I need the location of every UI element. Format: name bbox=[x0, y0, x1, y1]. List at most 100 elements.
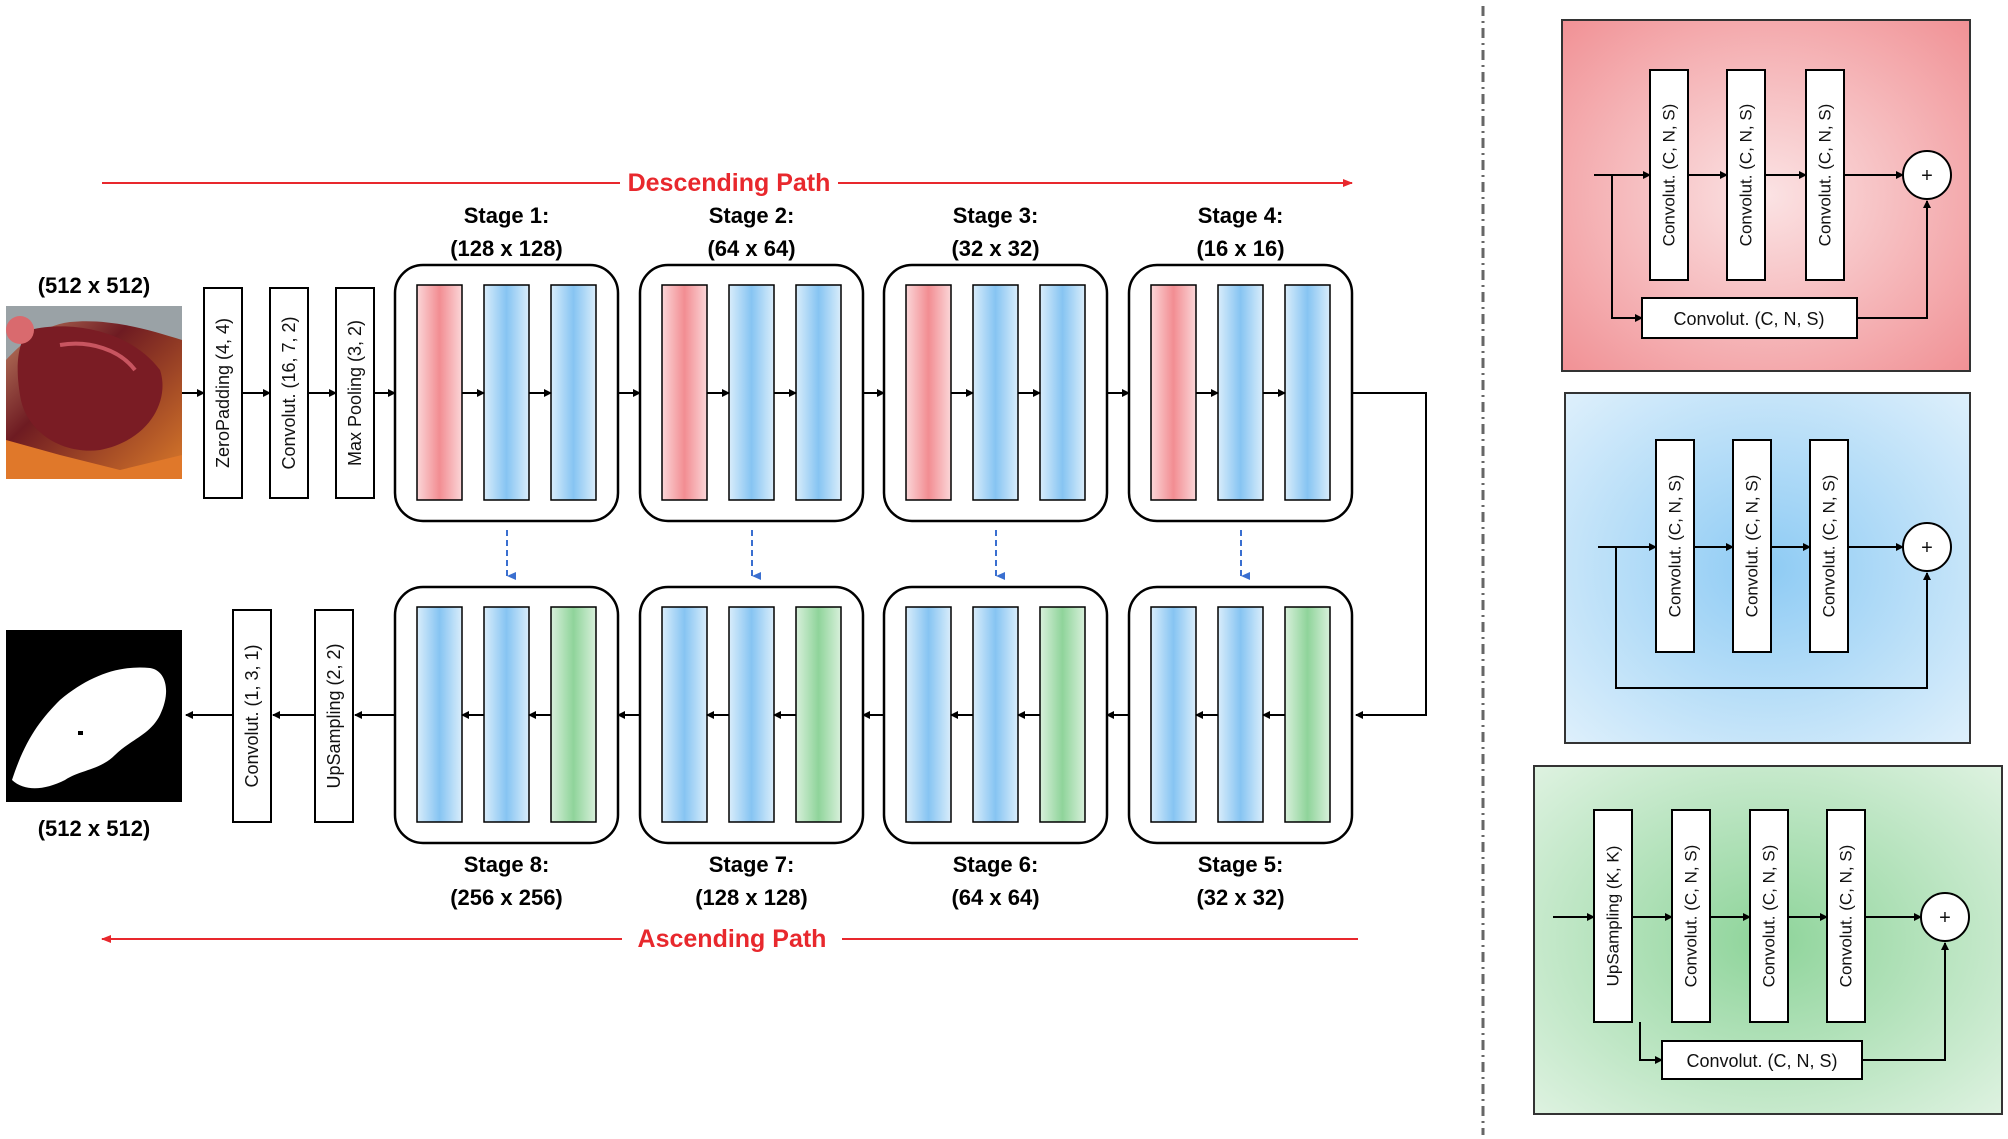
conv-block-1: Convolut. (C, N, S) bbox=[1671, 809, 1711, 1023]
conv-block-2-label: Convolut. (C, N, S) bbox=[1737, 104, 1756, 247]
shortcut-conv-label: Convolut. (C, N, S) bbox=[1673, 309, 1824, 329]
conv-block-1: Convolut. (C, N, S) bbox=[1649, 69, 1689, 281]
blue-block-legend-panel: Convolut. (C, N, S) Convolut. (C, N, S) Co… bbox=[1564, 392, 1971, 744]
post-layer-conv: Convolut. (1, 3, 1) bbox=[232, 609, 272, 823]
blue-block bbox=[1150, 606, 1197, 823]
shortcut-conv-block: Convolut. (C, N, S) bbox=[1661, 1040, 1863, 1080]
blue-block bbox=[905, 606, 952, 823]
pre-layer-2-label: Convolut. (16, 7, 2) bbox=[279, 316, 299, 469]
stage-title: Stage 4: bbox=[1198, 203, 1284, 228]
conv-block-3-label: Convolut. (C, N, S) bbox=[1816, 104, 1835, 247]
blue-block bbox=[972, 606, 1019, 823]
stage-size: (128 x 128) bbox=[695, 885, 808, 910]
ascending-path-label: Ascending Path bbox=[638, 925, 827, 953]
plus-symbol: + bbox=[1921, 165, 1933, 187]
stage-size: (16 x 16) bbox=[1196, 236, 1284, 261]
bottleneck-connector bbox=[1352, 392, 1427, 719]
conv-block-2: Convolut. (C, N, S) bbox=[1749, 809, 1789, 1023]
blue-block bbox=[1039, 284, 1086, 501]
stage-size: (64 x 64) bbox=[707, 236, 795, 261]
upsampling-block-label: UpSampling (K, K) bbox=[1604, 846, 1623, 987]
upsampling-block: UpSampling (K, K) bbox=[1593, 809, 1633, 1023]
blue-block bbox=[1284, 284, 1331, 501]
conv-block-1-label: Convolut. (C, N, S) bbox=[1660, 104, 1679, 247]
input-size-label: (512 x 512) bbox=[38, 273, 151, 298]
stage-4: Stage 4: (16 x 16) bbox=[1127, 203, 1354, 523]
conv-block-2-label: Convolut. (C, N, S) bbox=[1760, 845, 1779, 988]
post-layer-upsampling: UpSampling (2, 2) bbox=[314, 609, 354, 823]
plus-symbol: + bbox=[1921, 537, 1933, 559]
post-layer-upsampling-label: UpSampling (2, 2) bbox=[324, 643, 344, 788]
addition-node: + bbox=[1902, 150, 1952, 200]
stage-6: Stage 6: (64 x 64) bbox=[882, 585, 1109, 910]
shortcut-conv-label: Convolut. (C, N, S) bbox=[1686, 1051, 1837, 1071]
stage-7: Stage 7: (128 x 128) bbox=[638, 585, 865, 910]
blue-block bbox=[728, 606, 775, 823]
stage-2: Stage 2: (64 x 64) bbox=[638, 203, 865, 523]
pre-layer-1-label: ZeroPadding (4, 4) bbox=[213, 318, 233, 468]
red-block-legend-panel: Convolut. (C, N, S) Convolut. (C, N, S) Co… bbox=[1561, 19, 1971, 372]
blue-block bbox=[795, 284, 842, 501]
stage-1: Stage 1: (128 x 128) bbox=[393, 203, 620, 523]
stage-title: Stage 7: bbox=[709, 852, 795, 877]
conv-block-2: Convolut. (C, N, S) bbox=[1732, 439, 1772, 653]
red-block bbox=[905, 284, 952, 501]
green-block bbox=[795, 606, 842, 823]
pre-layer-3-label: Max Pooling (3, 2) bbox=[345, 320, 365, 466]
addition-node: + bbox=[1920, 892, 1970, 942]
green-block bbox=[1284, 606, 1331, 823]
conv-block-2: Convolut. (C, N, S) bbox=[1726, 69, 1766, 281]
stage-size: (128 x 128) bbox=[450, 236, 563, 261]
red-block bbox=[661, 284, 708, 501]
blue-block bbox=[1217, 284, 1264, 501]
stage-title: Stage 5: bbox=[1198, 852, 1284, 877]
plus-symbol: + bbox=[1939, 907, 1951, 929]
stage-title: Stage 8: bbox=[464, 852, 550, 877]
stage-8: Stage 8: (256 x 256) bbox=[393, 585, 620, 910]
input-liver-image bbox=[6, 306, 182, 479]
pre-layer-3: Max Pooling (3, 2) bbox=[335, 287, 375, 499]
descending-path-arrow: Descending Path bbox=[102, 169, 1353, 197]
stage-title: Stage 2: bbox=[709, 203, 795, 228]
output-size-label: (512 x 512) bbox=[38, 816, 151, 841]
stage-size: (32 x 32) bbox=[1196, 885, 1284, 910]
descending-path-label: Descending Path bbox=[628, 169, 831, 197]
conv-block-2-label: Convolut. (C, N, S) bbox=[1743, 475, 1762, 618]
pre-layer-2: Convolut. (16, 7, 2) bbox=[269, 287, 309, 499]
output-mask-image bbox=[6, 630, 182, 802]
red-block bbox=[1150, 284, 1197, 501]
blue-block bbox=[972, 284, 1019, 501]
addition-node: + bbox=[1902, 522, 1952, 572]
post-layer-conv-label: Convolut. (1, 3, 1) bbox=[242, 644, 262, 787]
conv-block-3-label: Convolut. (C, N, S) bbox=[1820, 475, 1839, 618]
conv-block-3-label: Convolut. (C, N, S) bbox=[1837, 845, 1856, 988]
stage-3: Stage 3:(32 x 32) bbox=[882, 203, 1109, 523]
blue-block bbox=[483, 606, 530, 823]
blue-block bbox=[661, 606, 708, 823]
blue-block bbox=[416, 606, 463, 823]
stage-title: Stage 6: bbox=[953, 852, 1039, 877]
ascending-path-arrow: Ascending Path bbox=[101, 925, 1358, 953]
red-block bbox=[416, 284, 463, 501]
stage-size: (256 x 256) bbox=[450, 885, 563, 910]
stage-title: Stage 1: bbox=[464, 203, 550, 228]
green-block bbox=[1039, 606, 1086, 823]
conv-block-3: Convolut. (C, N, S) bbox=[1826, 809, 1866, 1023]
green-block-legend-panel: UpSampling (K, K) Convolut. (C, N, S) Conv… bbox=[1533, 765, 2003, 1115]
stage-5: Stage 5: (32 x 32) bbox=[1127, 585, 1354, 910]
shortcut-conv-block: Convolut. (C, N, S) bbox=[1641, 297, 1858, 339]
blue-block bbox=[483, 284, 530, 501]
blue-block bbox=[550, 284, 597, 501]
conv-block-1-label: Convolut. (C, N, S) bbox=[1666, 475, 1685, 618]
conv-block-1-label: Convolut. (C, N, S) bbox=[1682, 845, 1701, 988]
conv-block-1: Convolut. (C, N, S) bbox=[1655, 439, 1695, 653]
green-block bbox=[550, 606, 597, 823]
conv-block-3: Convolut. (C, N, S) bbox=[1809, 439, 1849, 653]
blue-block bbox=[728, 284, 775, 501]
stage-size: (64 x 64) bbox=[951, 885, 1039, 910]
stage-title: Stage 3: bbox=[953, 203, 1039, 228]
conv-block-3: Convolut. (C, N, S) bbox=[1805, 69, 1845, 281]
blue-block bbox=[1217, 606, 1264, 823]
pre-layer-1: ZeroPadding (4, 4) bbox=[203, 287, 243, 499]
